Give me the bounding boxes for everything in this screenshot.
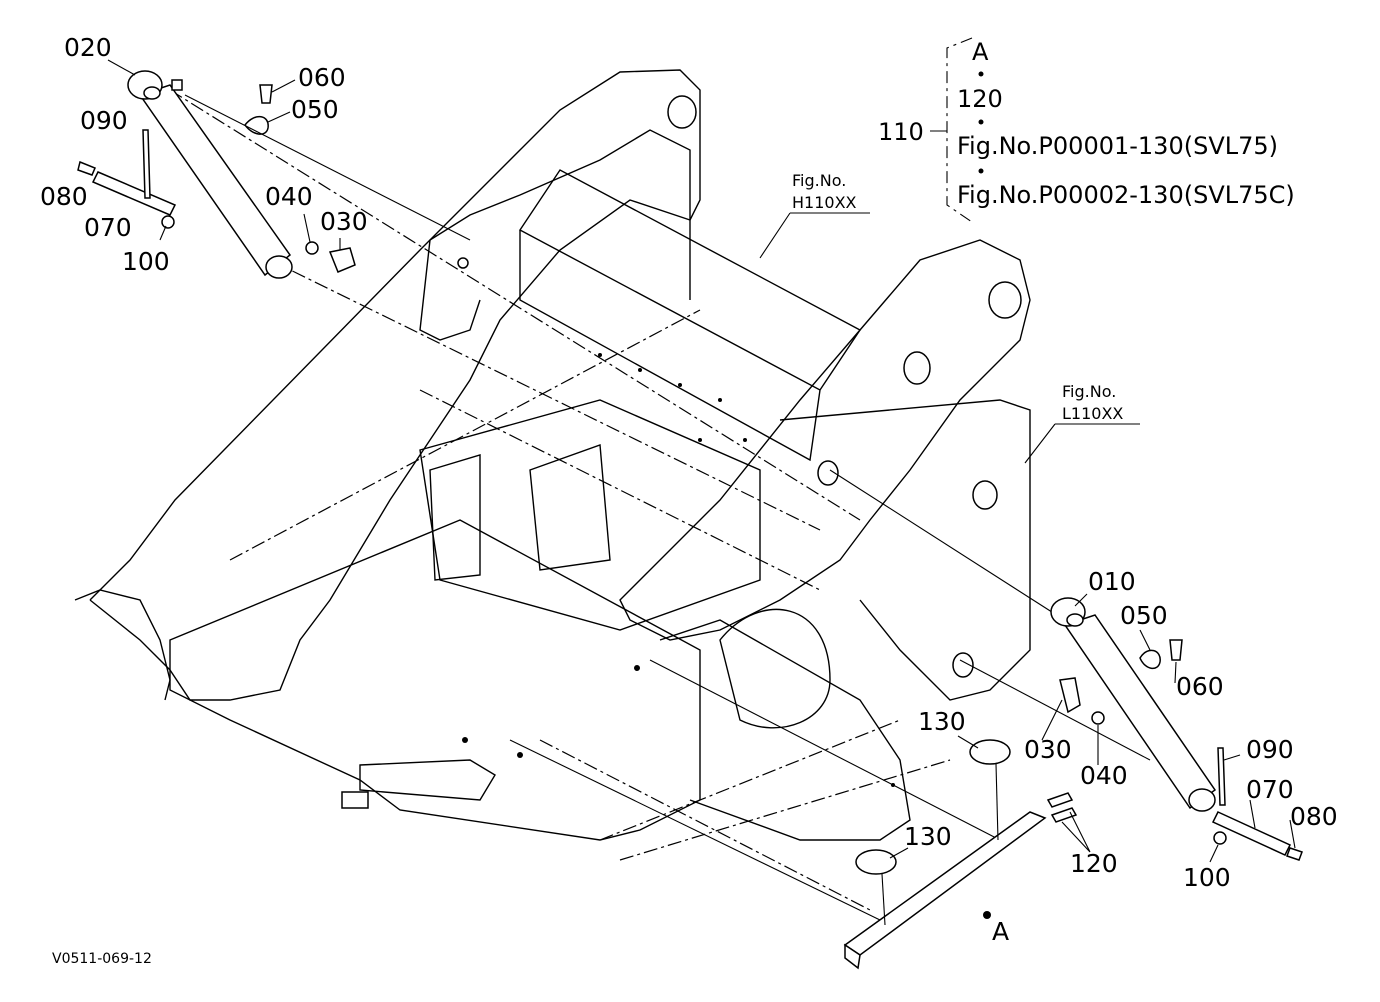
right-oring-040 xyxy=(1091,711,1105,725)
callout-130-lower: 130 xyxy=(904,822,952,851)
frame-bolt-dots xyxy=(462,353,895,787)
callout-050-right: 050 xyxy=(1120,601,1168,630)
drawing-code: V0511-069-12 xyxy=(52,951,152,967)
left-boom-arm xyxy=(89,69,701,701)
right-boom-hole-b xyxy=(972,480,998,510)
callout-030-left: 030 xyxy=(320,207,368,236)
left-oring-040 xyxy=(305,241,319,255)
fig-ref-h-top: Fig.No. xyxy=(792,171,846,190)
group-item-svl75c: Fig.No.P00002-130(SVL75C) xyxy=(957,181,1295,209)
left-cylinder-grease-top xyxy=(171,79,183,91)
callout-070-right: 070 xyxy=(1246,775,1294,804)
loader-frame-drawing xyxy=(74,69,1151,921)
right-grease-nipple-080 xyxy=(1286,847,1303,861)
chassis-plate-center xyxy=(529,444,611,571)
group-item-120: 120 xyxy=(957,85,1003,113)
right-boom-hole-a xyxy=(903,351,931,385)
group-item-svl75: Fig.No.P00001-130(SVL75) xyxy=(957,132,1278,160)
left-nut-100 xyxy=(161,215,175,229)
fig-ref-l-top: Fig.No. xyxy=(1062,382,1116,401)
callout-040-left: 040 xyxy=(265,182,313,211)
callout-080-right: 080 xyxy=(1290,802,1338,831)
rail-channel-lower xyxy=(844,943,861,970)
callout-020: 020 xyxy=(64,33,112,62)
right-cylinder-eye-bottom xyxy=(1188,788,1216,812)
marker-a-dot xyxy=(983,911,991,919)
group-item-a: A xyxy=(972,38,989,66)
left-boom-plate xyxy=(419,129,691,341)
right-cylinder-eye-top-bore xyxy=(1066,613,1084,627)
cross-tube xyxy=(518,169,862,462)
left-cylinder-assembly xyxy=(77,70,471,279)
chassis-body xyxy=(419,399,761,631)
knob-130-upper xyxy=(969,739,1011,765)
callout-130-upper: 130 xyxy=(918,707,966,736)
callout-070-left: 070 xyxy=(84,213,132,242)
callout-040-right: 040 xyxy=(1080,761,1128,790)
callout-labels: 020 060 050 090 080 070 100 040 030 010 … xyxy=(40,33,1338,946)
lower-opening xyxy=(719,608,831,729)
callout-100-left: 100 xyxy=(122,247,170,276)
fig-ref-h-bottom: H110XX xyxy=(792,193,857,212)
left-pin-070 xyxy=(91,171,177,216)
right-bolt-060 xyxy=(1169,639,1183,661)
pad-120b xyxy=(1050,807,1078,823)
seat-bar-assembly xyxy=(843,739,1078,970)
left-boom-pivot xyxy=(667,95,697,129)
right-boom-arm xyxy=(619,239,1031,641)
callout-090-right: 090 xyxy=(1246,735,1294,764)
right-boom-hole-c xyxy=(952,652,974,678)
fig-ref-l-bottom: L110XX xyxy=(1062,404,1123,423)
left-cylinder-eye-top-bore xyxy=(143,86,161,100)
callout-120: 120 xyxy=(1070,849,1118,878)
callout-a-marker: A xyxy=(992,917,1009,946)
right-boom-plate xyxy=(779,399,1031,701)
right-cylinder-assembly xyxy=(1050,597,1303,861)
group-110-label: 110 xyxy=(878,118,924,146)
right-bracket-050 xyxy=(1139,649,1161,670)
group-110-text: 110 A 120 Fig.No.P00001-130(SVL75) Fig.N… xyxy=(878,38,1295,209)
callout-100-right: 100 xyxy=(1183,863,1231,892)
callout-060-right: 060 xyxy=(1176,672,1224,701)
callout-060-left: 060 xyxy=(298,63,346,92)
left-grease-nipple-080 xyxy=(77,160,96,176)
left-bracket-050 xyxy=(244,116,269,135)
group-bracket-110 xyxy=(930,37,984,223)
group-bracket-line xyxy=(946,37,973,223)
pad-120a xyxy=(1046,792,1074,808)
chassis-plate-left xyxy=(429,454,481,581)
right-pin-070 xyxy=(1211,811,1292,856)
lower-rear-plate xyxy=(359,759,496,801)
fig-ref-l110xx xyxy=(1024,423,1140,464)
lower-right-box xyxy=(659,619,911,841)
right-bolt-090 xyxy=(1217,747,1226,806)
knob-130-upper-stem xyxy=(995,763,999,841)
right-nut-100 xyxy=(1213,831,1227,845)
right-boom-pivot xyxy=(988,281,1022,319)
callout-010: 010 xyxy=(1088,567,1136,596)
fig-ref-h110xx xyxy=(759,212,870,259)
callout-090-left: 090 xyxy=(80,106,128,135)
fig-ref-text: Fig.No. H110XX Fig.No. L110XX xyxy=(792,171,1123,423)
callout-080-left: 080 xyxy=(40,182,88,211)
left-sill xyxy=(74,589,171,701)
callout-050-left: 050 xyxy=(291,95,339,124)
left-cylinder-eye-bottom xyxy=(265,255,293,279)
right-boom-hole-d xyxy=(817,460,839,486)
right-cylinder-body xyxy=(1063,614,1217,810)
left-elbow-030 xyxy=(328,247,356,273)
phantom-lines xyxy=(169,89,951,911)
right-elbow-030 xyxy=(1059,677,1081,714)
knob-130-lower-stem xyxy=(881,873,886,926)
callout-030-right: 030 xyxy=(1024,735,1072,764)
left-bolt-060 xyxy=(259,84,273,104)
rear-tab xyxy=(341,791,369,809)
solid-leader-lines xyxy=(509,469,1151,921)
left-boom-hole xyxy=(457,257,469,269)
left-bolt-090 xyxy=(142,129,151,199)
knob-130-lower xyxy=(855,849,897,875)
leader-ticks xyxy=(107,59,1296,863)
